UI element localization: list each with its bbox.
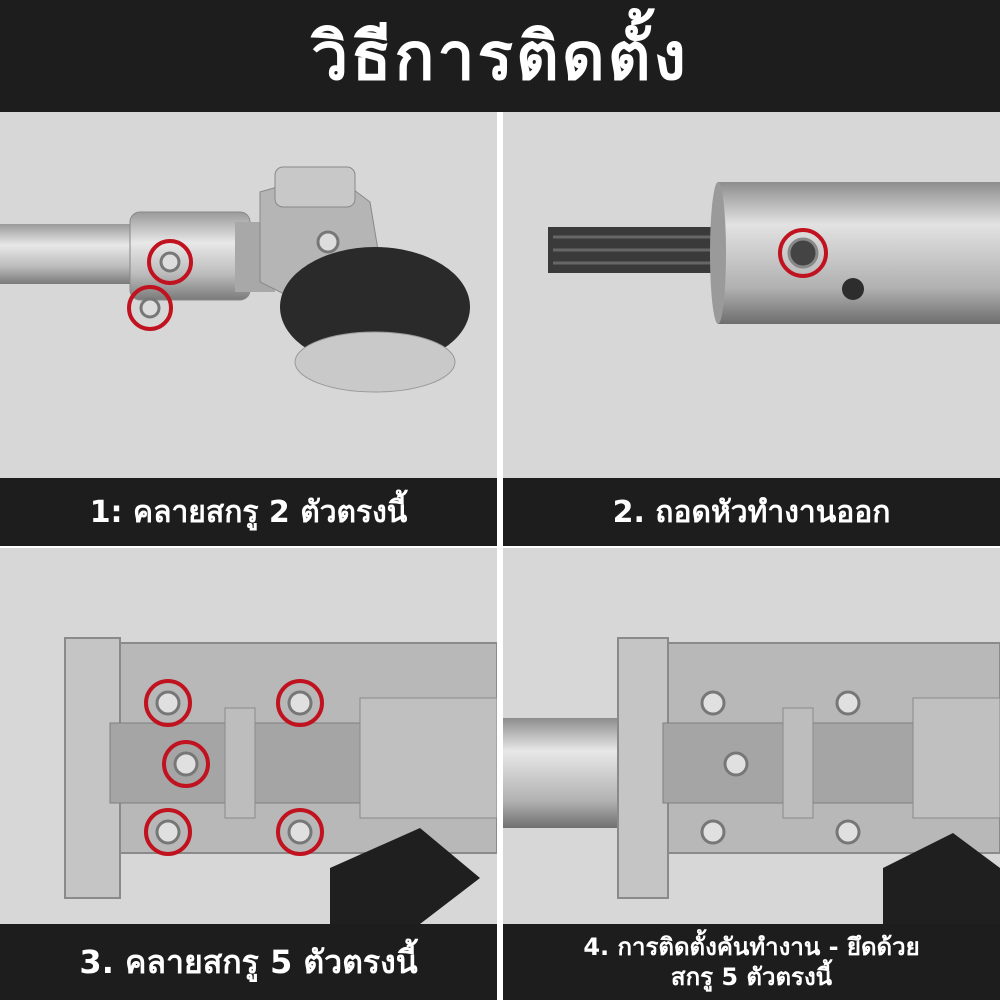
step-2-image — [503, 112, 1000, 478]
step-3-text: 3. คลายสกรู 5 ตัวตรงนี้ — [79, 942, 418, 981]
step-4-caption: 4. การติดตั้งคันทำงาน - ยึดด้วย สกรู 5 ต… — [503, 924, 1000, 1000]
step-1-caption: 1: คลายสกรู 2 ตัวตรงนี้ — [0, 478, 497, 546]
highlight-circle — [276, 808, 324, 856]
highlight-circle — [144, 808, 192, 856]
title-banner: วิธีการติดตั้ง — [0, 0, 1000, 112]
page-title: วิธีการติดตั้ง — [311, 17, 689, 95]
step-3-image — [0, 548, 497, 924]
highlight-circle — [162, 740, 210, 788]
horizontal-divider — [0, 546, 1000, 548]
step-3-caption: 3. คลายสกรู 5 ตัวตรงนี้ — [0, 924, 497, 1000]
step-1-image — [0, 112, 497, 478]
highlight-circle — [127, 285, 173, 331]
step-1-text: 1: คลายสกรู 2 ตัวตรงนี้ — [89, 494, 408, 530]
highlight-circle — [276, 679, 324, 727]
highlight-circle — [147, 239, 193, 285]
vertical-divider — [497, 112, 503, 1000]
highlight-circle — [144, 679, 192, 727]
step-4-text-line1: 4. การติดตั้งคันทำงาน - ยึดด้วย — [583, 933, 920, 961]
step-4-text-line2: สกรู 5 ตัวตรงนี้ — [670, 963, 833, 991]
step-4-image — [503, 548, 1000, 924]
step-2-text: 2. ถอดหัวทำงานออก — [612, 494, 891, 530]
step-2-caption: 2. ถอดหัวทำงานออก — [503, 478, 1000, 546]
highlight-circle — [778, 228, 828, 278]
